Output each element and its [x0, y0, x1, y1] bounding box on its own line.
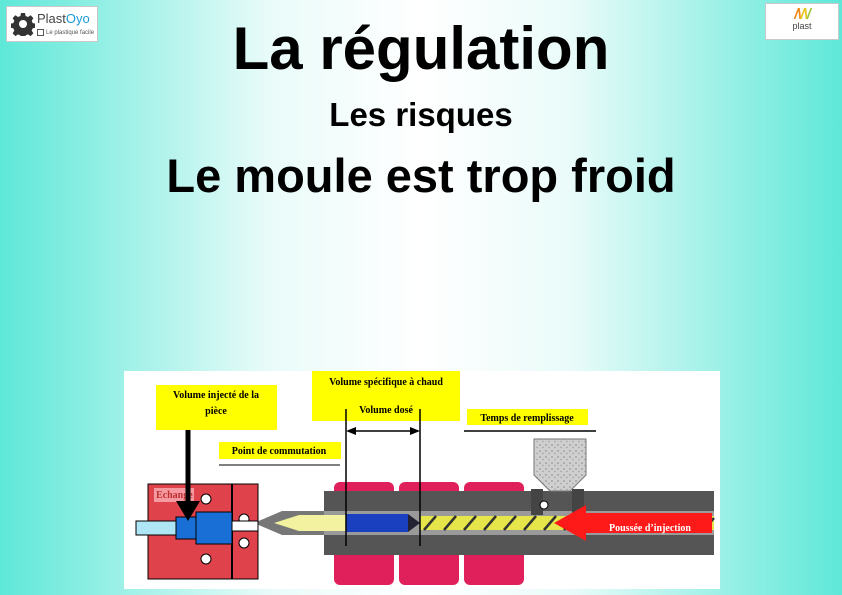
- injection-diagram: Echange Volume injecté de la pièce Volum…: [124, 371, 720, 589]
- page-heading: Le moule est trop froid: [166, 149, 676, 202]
- gear-icon: [11, 13, 35, 36]
- cooling-channel-icon: [200, 493, 212, 505]
- plastoyo-tagline: Le plastique facile: [37, 29, 94, 36]
- label-poussee-injection: Poussée d’injection: [609, 523, 691, 534]
- label-point-commutation: Point de commutation: [232, 446, 327, 457]
- label-box-volume-specifique: [312, 371, 460, 421]
- sprue: [231, 520, 259, 532]
- check-ring: [408, 514, 420, 532]
- melt-front: [274, 515, 346, 531]
- hopper: [533, 438, 587, 492]
- partner-logo: /\/\/ plast: [765, 3, 839, 40]
- echange-label: Echange: [156, 490, 193, 501]
- label-volume-injecte-line1: Volume injecté de la: [173, 390, 259, 401]
- injection-diagram-svg: Echange Volume injecté de la pièce Volum…: [124, 371, 720, 589]
- arrow-right-icon: [410, 427, 420, 435]
- page-subtitle: Les risques: [329, 96, 513, 133]
- plastoyo-logo: PlastOyo Le plastique facile: [6, 6, 98, 42]
- label-temps-remplissage: Temps de remplissage: [480, 413, 574, 424]
- label-box-point-commutation: [219, 442, 341, 459]
- plastoyo-brand: PlastOyo: [37, 11, 90, 26]
- label-box-volume-injecte: [156, 385, 277, 430]
- barrel-bottom: [324, 535, 714, 555]
- barrel-top: [324, 491, 714, 511]
- label-volume-specifique: Volume spécifique à chaud: [329, 377, 443, 388]
- cooling-channel-icon: [200, 553, 212, 565]
- mold-cavity-part: [195, 511, 233, 545]
- echange-label-box: [154, 488, 194, 502]
- mold-cavity-part: [175, 516, 197, 540]
- checkbox-icon: [37, 29, 44, 36]
- label-box-temps-remplissage: [467, 409, 588, 425]
- page-title: La régulation: [232, 15, 610, 82]
- label-volume-dose: Volume dosé: [359, 405, 413, 416]
- partner-logo-text: plast: [792, 21, 812, 31]
- melt-volume: [346, 514, 408, 532]
- injection-push-arrow: [554, 505, 712, 541]
- arrow-down-icon: [176, 501, 200, 521]
- cooling-channel-icon: [238, 537, 250, 549]
- arrow-left-icon: [346, 427, 356, 435]
- label-volume-injecte-line2: pièce: [205, 406, 227, 417]
- ejector-rod: [135, 520, 177, 536]
- bolt-icon: [539, 500, 549, 510]
- hopper-flange-left: [531, 489, 543, 515]
- partner-logo-mark: /\/\/: [794, 6, 811, 23]
